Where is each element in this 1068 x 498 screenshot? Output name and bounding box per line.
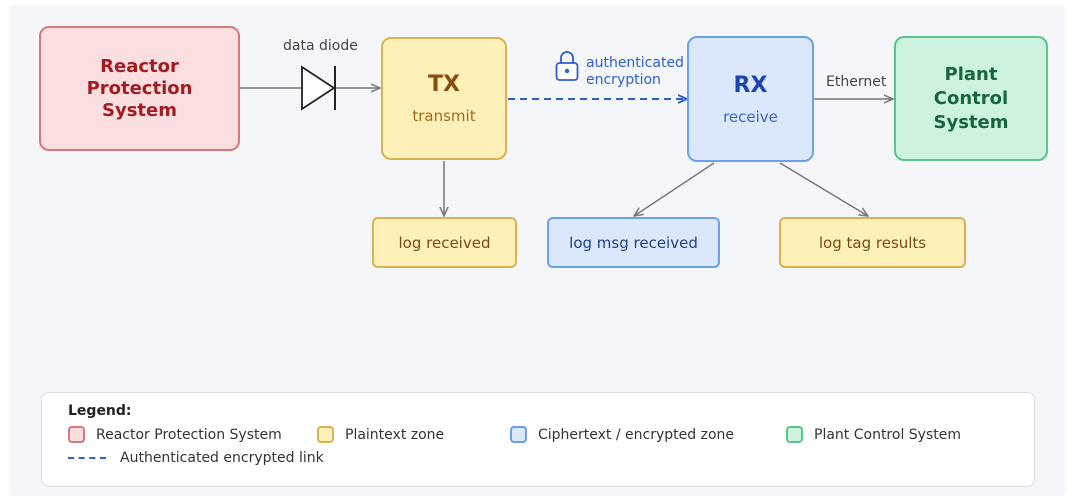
rx-node: RX receive	[687, 36, 814, 162]
tx-title: TX	[428, 72, 460, 97]
rx-msg-log-box: log msg received	[547, 217, 720, 268]
encryption-label-line1: authenticated	[586, 55, 684, 71]
legend-swatch-plaintext	[317, 426, 334, 443]
lock-icon	[555, 51, 579, 81]
ethernet-label: Ethernet	[826, 74, 887, 90]
legend-label-plaintext: Plaintext zone	[345, 426, 445, 443]
legend-label-rps: Reactor Protection System	[96, 426, 282, 443]
encryption-label: authenticated encryption	[586, 55, 684, 89]
legend-item-plaintext: Plaintext zone	[317, 426, 444, 443]
tx-node: TX transmit	[381, 37, 507, 160]
plant-control-system-node: Plant Control System	[894, 36, 1048, 161]
rx-subtitle: receive	[723, 107, 778, 126]
rx-msg-log-arrow	[634, 162, 715, 216]
rx-tag-log-arrow	[779, 162, 868, 216]
legend-item-ciphertext: Ciphertext / encrypted zone	[510, 426, 734, 443]
rps-title: Reactor Protection System	[86, 55, 193, 121]
data-diode-label: data diode	[283, 38, 358, 54]
legend-label-pcs: Plant Control System	[814, 426, 961, 443]
legend-item-pcs: Plant Control System	[786, 426, 961, 443]
legend: Legend: Reactor Protection System Plaint…	[41, 392, 1035, 487]
legend-item-link: Authenticated encrypted link	[68, 450, 324, 466]
legend-title: Legend:	[68, 403, 132, 419]
legend-label-link: Authenticated encrypted link	[120, 450, 324, 466]
diode-icon	[301, 65, 336, 111]
rx-title: RX	[733, 72, 768, 98]
tx-subtitle: transmit	[412, 107, 476, 125]
legend-dashed-line	[68, 457, 106, 459]
tx-log-box: log received	[372, 217, 517, 268]
rx-tag-log-box: log tag results	[779, 217, 966, 268]
legend-swatch-rps	[68, 426, 85, 443]
reactor-protection-system-node: Reactor Protection System	[39, 26, 240, 151]
pcs-title: Plant Control System	[933, 63, 1009, 133]
legend-swatch-pcs	[786, 426, 803, 443]
legend-label-ciphertext: Ciphertext / encrypted zone	[538, 426, 734, 443]
legend-swatch-ciphertext	[510, 426, 527, 443]
legend-item-rps: Reactor Protection System	[68, 426, 282, 443]
encryption-label-line2: encryption	[586, 72, 661, 88]
